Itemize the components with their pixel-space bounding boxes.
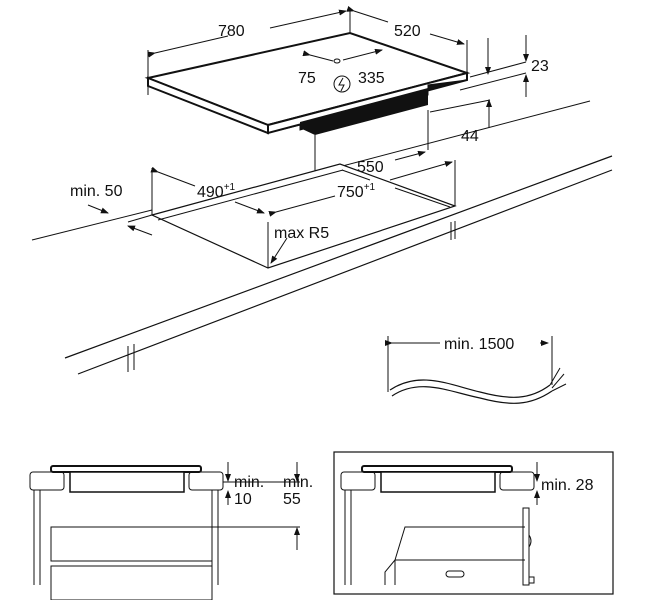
connection-offset-left: 75 (298, 70, 316, 87)
cutout-depth-label: 490+1 (197, 182, 236, 201)
hob-thickness-label: 23 (531, 58, 549, 75)
oven-gap-label: min. 28 (541, 477, 594, 494)
gap-b-value: 55 (283, 491, 301, 508)
gap-a-label: min. (234, 474, 264, 491)
oven-section-drawing (333, 451, 614, 595)
gap-b-label: min. (283, 474, 313, 491)
connection-offset-right: 335 (358, 70, 385, 87)
min-edge-distance-label: min. 50 (70, 183, 123, 200)
drawer-section-drawing (29, 462, 300, 600)
hob-drawing (144, 5, 529, 185)
hob-body-width-label: 550 (357, 159, 384, 176)
cutout-width-label: 750+1 (337, 182, 376, 201)
power-cable-drawing (385, 336, 567, 404)
gap-a-value: 10 (234, 491, 252, 508)
cable-length-label: min. 1500 (444, 336, 514, 353)
corner-radius-label: max R5 (274, 225, 329, 242)
worktop-drawing (31, 100, 613, 375)
hob-body-height-label: 44 (461, 128, 479, 145)
hob-depth-label: 520 (394, 23, 421, 40)
lightning-circle-icon (333, 75, 351, 93)
hob-width-label: 780 (218, 23, 245, 40)
